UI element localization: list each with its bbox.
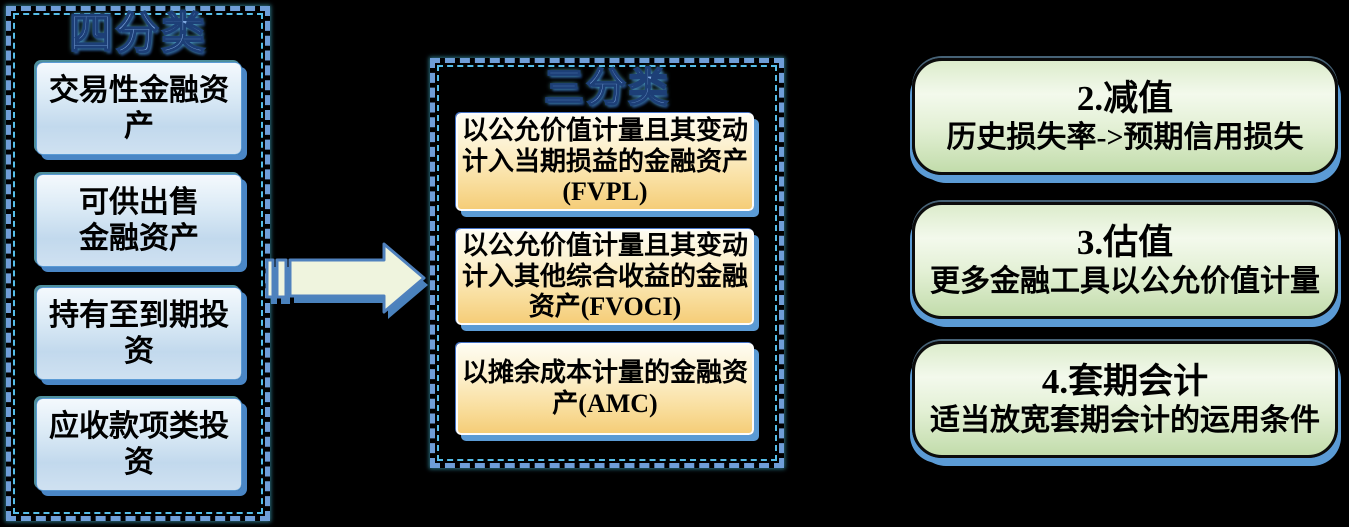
- box-label-line: 交易性金融资产: [49, 73, 229, 143]
- middle-box-amc: 以摊余成本计量的金融资 产(AMC): [456, 343, 754, 435]
- left-box-trading-financial-assets: 交易性金融资产: [36, 62, 242, 155]
- green-box-heading: 2.减值: [1076, 78, 1174, 118]
- right-box-valuation: 3.估值 更多金融工具以公允价值计量: [912, 202, 1338, 319]
- box-label-line: 以公允价值计量且其变动: [461, 115, 748, 145]
- box-label-line: 资产(FVOCI): [528, 292, 682, 322]
- green-box-subtext: 适当放宽套期会计的运用条件: [930, 404, 1320, 438]
- middle-box-fvpl: 以公允价值计量且其变动 计入当期损益的金融资产 (FVPL): [456, 113, 754, 211]
- left-box-receivables-investment: 应收款项类投资: [36, 398, 242, 491]
- box-label-line: (FVPL): [562, 177, 648, 207]
- green-box-heading: 4.套期会计: [1041, 361, 1209, 401]
- striped-right-arrow-icon: [264, 239, 434, 323]
- green-box-heading: 3.估值: [1076, 222, 1174, 262]
- box-label-line: 产(AMC): [552, 389, 658, 418]
- box-label-line: 可供出售: [79, 185, 199, 219]
- right-box-impairment: 2.减值 历史损失率->预期信用损失: [912, 58, 1338, 175]
- four-classification-title: 四分类: [68, 9, 207, 58]
- right-box-hedge-accounting: 4.套期会计 适当放宽套期会计的运用条件: [912, 341, 1338, 458]
- three-classification-group: [430, 58, 784, 468]
- box-label-line: 金融资产: [79, 221, 199, 255]
- box-label-line: 计入当期损益的金融资产: [461, 146, 748, 176]
- box-label-line: 以公允价值计量且其变动: [461, 231, 748, 260]
- box-label-line: 应收款项类投资: [49, 409, 229, 479]
- box-label-line: 计入其他综合收益的金融: [461, 261, 748, 291]
- left-box-held-to-maturity: 持有至到期投资: [36, 287, 242, 380]
- left-box-available-for-sale: 可供出售 金融资产: [36, 174, 242, 267]
- three-classification-title: 三分类: [543, 65, 670, 110]
- green-box-subtext: 历史损失率->预期信用损失: [946, 121, 1304, 155]
- box-label-line: 持有至到期投资: [49, 298, 229, 368]
- middle-box-fvoci: 以公允价值计量且其变动 计入其他综合收益的金融 资产(FVOCI): [456, 229, 754, 325]
- green-box-subtext: 更多金融工具以公允价值计量: [930, 265, 1320, 299]
- box-label-line: 以摊余成本计量的金融资: [461, 358, 748, 388]
